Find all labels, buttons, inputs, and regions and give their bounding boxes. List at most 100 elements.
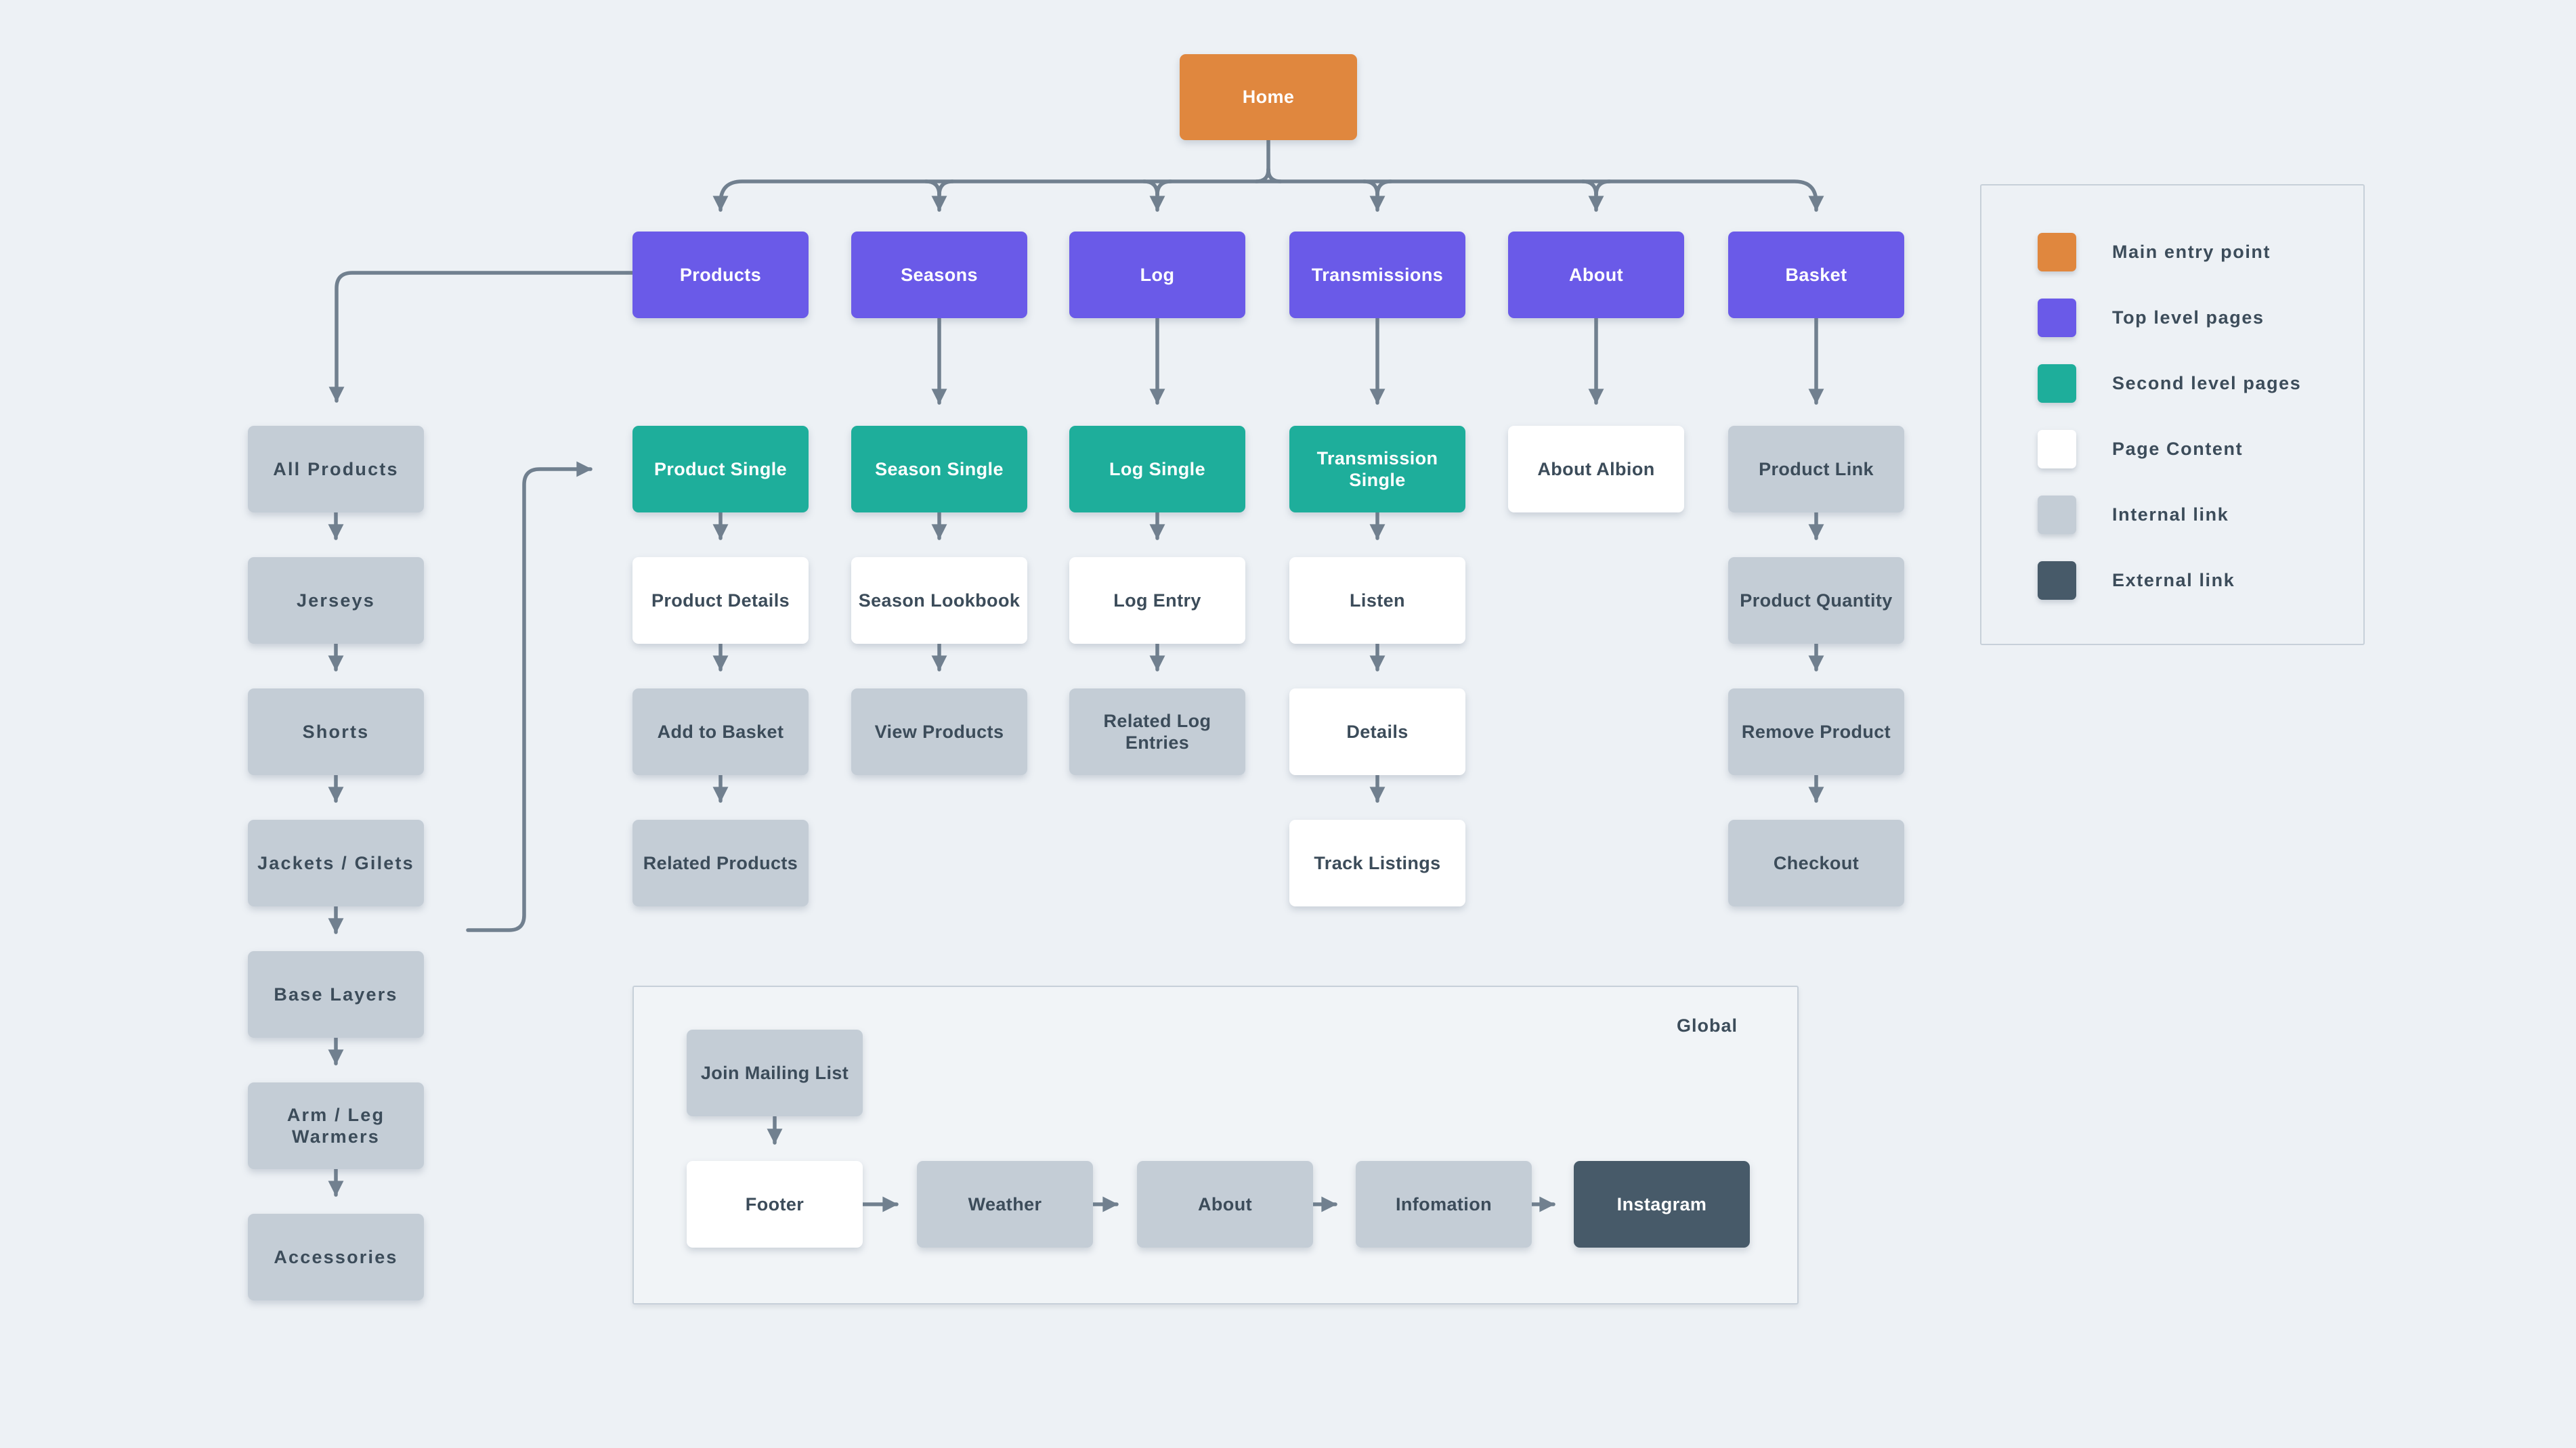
node-instagram[interactable]: Instagram: [1574, 1161, 1750, 1248]
node-about[interactable]: About: [1508, 232, 1684, 318]
node-label: Transmissions: [1311, 264, 1444, 285]
node-about-footer[interactable]: About: [1137, 1161, 1313, 1248]
node-label: Log Single: [1109, 458, 1205, 479]
node-details[interactable]: Details: [1289, 688, 1465, 775]
legend-label: Page Content: [2112, 439, 2244, 459]
node-shorts[interactable]: Shorts: [248, 688, 424, 775]
node-weather[interactable]: Weather: [917, 1161, 1093, 1248]
node-label: Season Lookbook: [858, 590, 1021, 611]
node-base-layers[interactable]: Base Layers: [248, 951, 424, 1038]
node-footer[interactable]: Footer: [687, 1161, 863, 1248]
node-label: Listen: [1350, 590, 1405, 611]
node-label: Season Single: [875, 458, 1004, 479]
node-checkout[interactable]: Checkout: [1728, 820, 1904, 906]
node-label: Basket: [1785, 264, 1847, 285]
node-label: Seasons: [901, 264, 978, 285]
node-arm-leg[interactable]: Arm / Leg Warmers: [248, 1082, 424, 1169]
node-view-products[interactable]: View Products: [851, 688, 1027, 775]
node-label: All Products: [273, 458, 399, 479]
node-jerseys[interactable]: Jerseys: [248, 557, 424, 644]
node-product-details[interactable]: Product Details: [632, 557, 809, 644]
node-seasons[interactable]: Seasons: [851, 232, 1027, 318]
node-label: Weather: [968, 1193, 1042, 1214]
edge-home-trunk: [718, 179, 1818, 205]
node-products[interactable]: Products: [632, 232, 809, 318]
node-label: Related Products: [643, 852, 798, 873]
node-label: Related Log Entries: [1103, 710, 1211, 753]
node-home[interactable]: Home: [1180, 54, 1357, 140]
node-label: Checkout: [1773, 852, 1860, 873]
legend-label: Second level pages: [2112, 373, 2302, 393]
node-log-entry[interactable]: Log Entry: [1069, 557, 1245, 644]
node-label: Join Mailing List: [700, 1062, 849, 1083]
node-product-single[interactable]: Product Single: [632, 426, 809, 512]
node-label: Jackets / Gilets: [257, 852, 414, 873]
node-related-log-entries[interactable]: Related Log Entries: [1069, 688, 1245, 775]
node-label: Jerseys: [296, 590, 375, 611]
node-join-mailing-list[interactable]: Join Mailing List: [687, 1030, 863, 1116]
node-label: Product Details: [651, 590, 790, 611]
node-season-lookbook[interactable]: Season Lookbook: [851, 557, 1027, 644]
node-log-single[interactable]: Log Single: [1069, 426, 1245, 512]
node-log[interactable]: Log: [1069, 232, 1245, 318]
node-label: Track Listings: [1314, 852, 1441, 873]
node-label: Home: [1242, 87, 1295, 108]
legend-swatch-external_link: [2038, 561, 2076, 600]
edge-categories-product-single: [466, 461, 593, 932]
node-remove-product[interactable]: Remove Product: [1728, 688, 1904, 775]
legend-label: External link: [2112, 570, 2235, 590]
node-label: About: [1198, 1193, 1252, 1214]
legend-item-top_level: Top level pages: [1981, 285, 2363, 351]
node-label: Log: [1140, 264, 1175, 285]
node-label: Log Entry: [1113, 590, 1201, 611]
legend-item-internal_link: Internal link: [1981, 482, 2363, 548]
legend-item-page_content: Page Content: [1981, 416, 2363, 482]
legend-item-main_entry: Main entry point: [1981, 219, 2363, 285]
node-track-listings[interactable]: Track Listings: [1289, 820, 1465, 906]
node-label: Base Layers: [274, 984, 398, 1005]
node-add-to-basket[interactable]: Add to Basket: [632, 688, 809, 775]
node-label: About: [1569, 264, 1623, 285]
legend-swatch-page_content: [2038, 430, 2076, 468]
legend-swatch-second_level: [2038, 364, 2076, 403]
node-transmission-single[interactable]: Transmission Single: [1289, 426, 1465, 512]
node-basket[interactable]: Basket: [1728, 232, 1904, 318]
node-label: About Albion: [1537, 458, 1655, 479]
node-accessories[interactable]: Accessories: [248, 1214, 424, 1300]
node-label: View Products: [874, 721, 1004, 742]
node-label: Product Single: [653, 458, 788, 479]
node-label: Add to Basket: [657, 721, 784, 742]
node-label: Remove Product: [1741, 721, 1891, 742]
node-label: Details: [1346, 721, 1409, 742]
legend-swatch-main_entry: [2038, 233, 2076, 271]
node-label: Infomation: [1396, 1193, 1492, 1214]
node-jackets[interactable]: Jackets / Gilets: [248, 820, 424, 906]
edge-products-all-products: [328, 271, 635, 403]
node-label: Instagram: [1616, 1193, 1707, 1214]
node-label: Product Link: [1759, 458, 1874, 479]
node-label: Product Quantity: [1740, 590, 1893, 611]
legend-swatch-internal_link: [2038, 496, 2076, 534]
node-label: Footer: [745, 1193, 804, 1214]
node-label: Transmission Single: [1316, 447, 1438, 490]
legend-label: Top level pages: [2112, 307, 2264, 328]
legend-label: Internal link: [2112, 504, 2229, 525]
node-label: Accessories: [274, 1246, 398, 1267]
node-listen[interactable]: Listen: [1289, 557, 1465, 644]
node-about-albion[interactable]: About Albion: [1508, 426, 1684, 512]
node-label: Products: [679, 264, 762, 285]
legend-item-external_link: External link: [1981, 548, 2363, 613]
global-panel-label: Global: [1676, 1015, 1738, 1036]
node-season-single[interactable]: Season Single: [851, 426, 1027, 512]
node-infomation[interactable]: Infomation: [1356, 1161, 1532, 1248]
node-product-quantity[interactable]: Product Quantity: [1728, 557, 1904, 644]
node-all-products[interactable]: All Products: [248, 426, 424, 512]
node-related-products[interactable]: Related Products: [632, 820, 809, 906]
node-transmissions[interactable]: Transmissions: [1289, 232, 1465, 318]
node-product-link[interactable]: Product Link: [1728, 426, 1904, 512]
